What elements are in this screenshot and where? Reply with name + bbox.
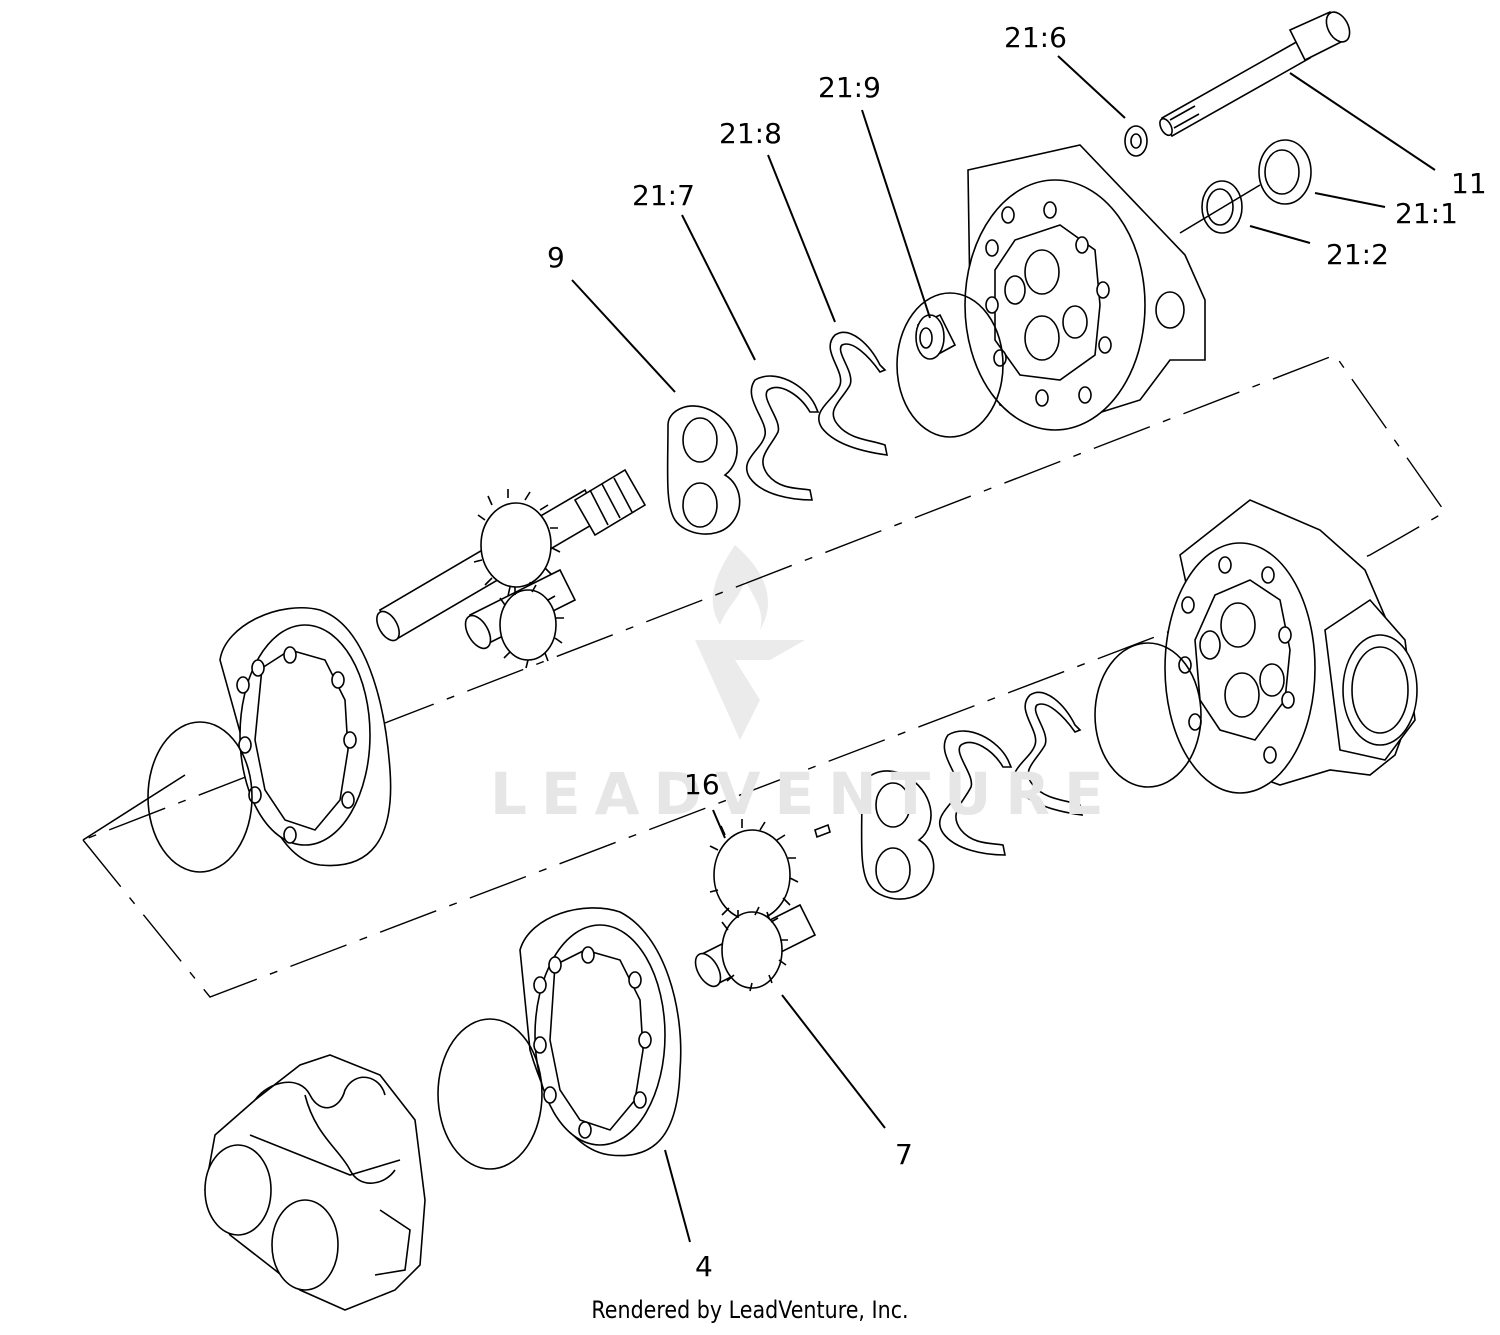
wear-plate-lower (860, 770, 935, 900)
callout-21-8: 21:8 (719, 117, 782, 150)
callout-9: 9 (547, 241, 565, 274)
o-ring-lower (1094, 642, 1202, 788)
callout-16: 16 (684, 768, 720, 801)
drive-shaft-gears (376, 468, 647, 669)
leader-lines (571, 55, 1436, 1243)
callout-4: 4 (695, 1250, 713, 1283)
backup-seal-upper (746, 375, 820, 501)
backup-seal-lower (939, 730, 1013, 856)
watermark-text: LEADVENTURE (490, 760, 1118, 828)
driven-gears (694, 819, 817, 992)
callout-21-2: 21:2 (1326, 238, 1389, 271)
gear-housing-upper (219, 607, 392, 867)
callout-11: 11 (1451, 167, 1487, 200)
callout-21-7: 21:7 (632, 179, 695, 212)
wear-plate-upper (666, 405, 741, 535)
o-ring-left (147, 721, 253, 873)
watermark-logo (695, 545, 805, 740)
o-ring-upper (896, 292, 1004, 438)
callout-21-1: 21:1 (1395, 197, 1458, 230)
bolt (1159, 10, 1351, 138)
footer-credit: Rendered by LeadVenture, Inc. (591, 1296, 909, 1324)
end-cover-housing (964, 144, 1206, 431)
assembly-outline (82, 354, 1447, 998)
o-ring-lower-left (437, 1018, 543, 1170)
callout-21-6: 21:6 (1004, 21, 1067, 54)
front-cover (204, 1054, 426, 1311)
shaft-seal (1258, 139, 1312, 205)
wear-seal-lower (1013, 691, 1084, 816)
callout-21-9: 21:9 (818, 71, 881, 104)
pump-housing-lower (1164, 499, 1418, 794)
gear-housing-lower (519, 907, 682, 1157)
callout-7: 7 (895, 1138, 913, 1171)
washer (1124, 125, 1148, 157)
wear-seal-upper (818, 331, 889, 456)
